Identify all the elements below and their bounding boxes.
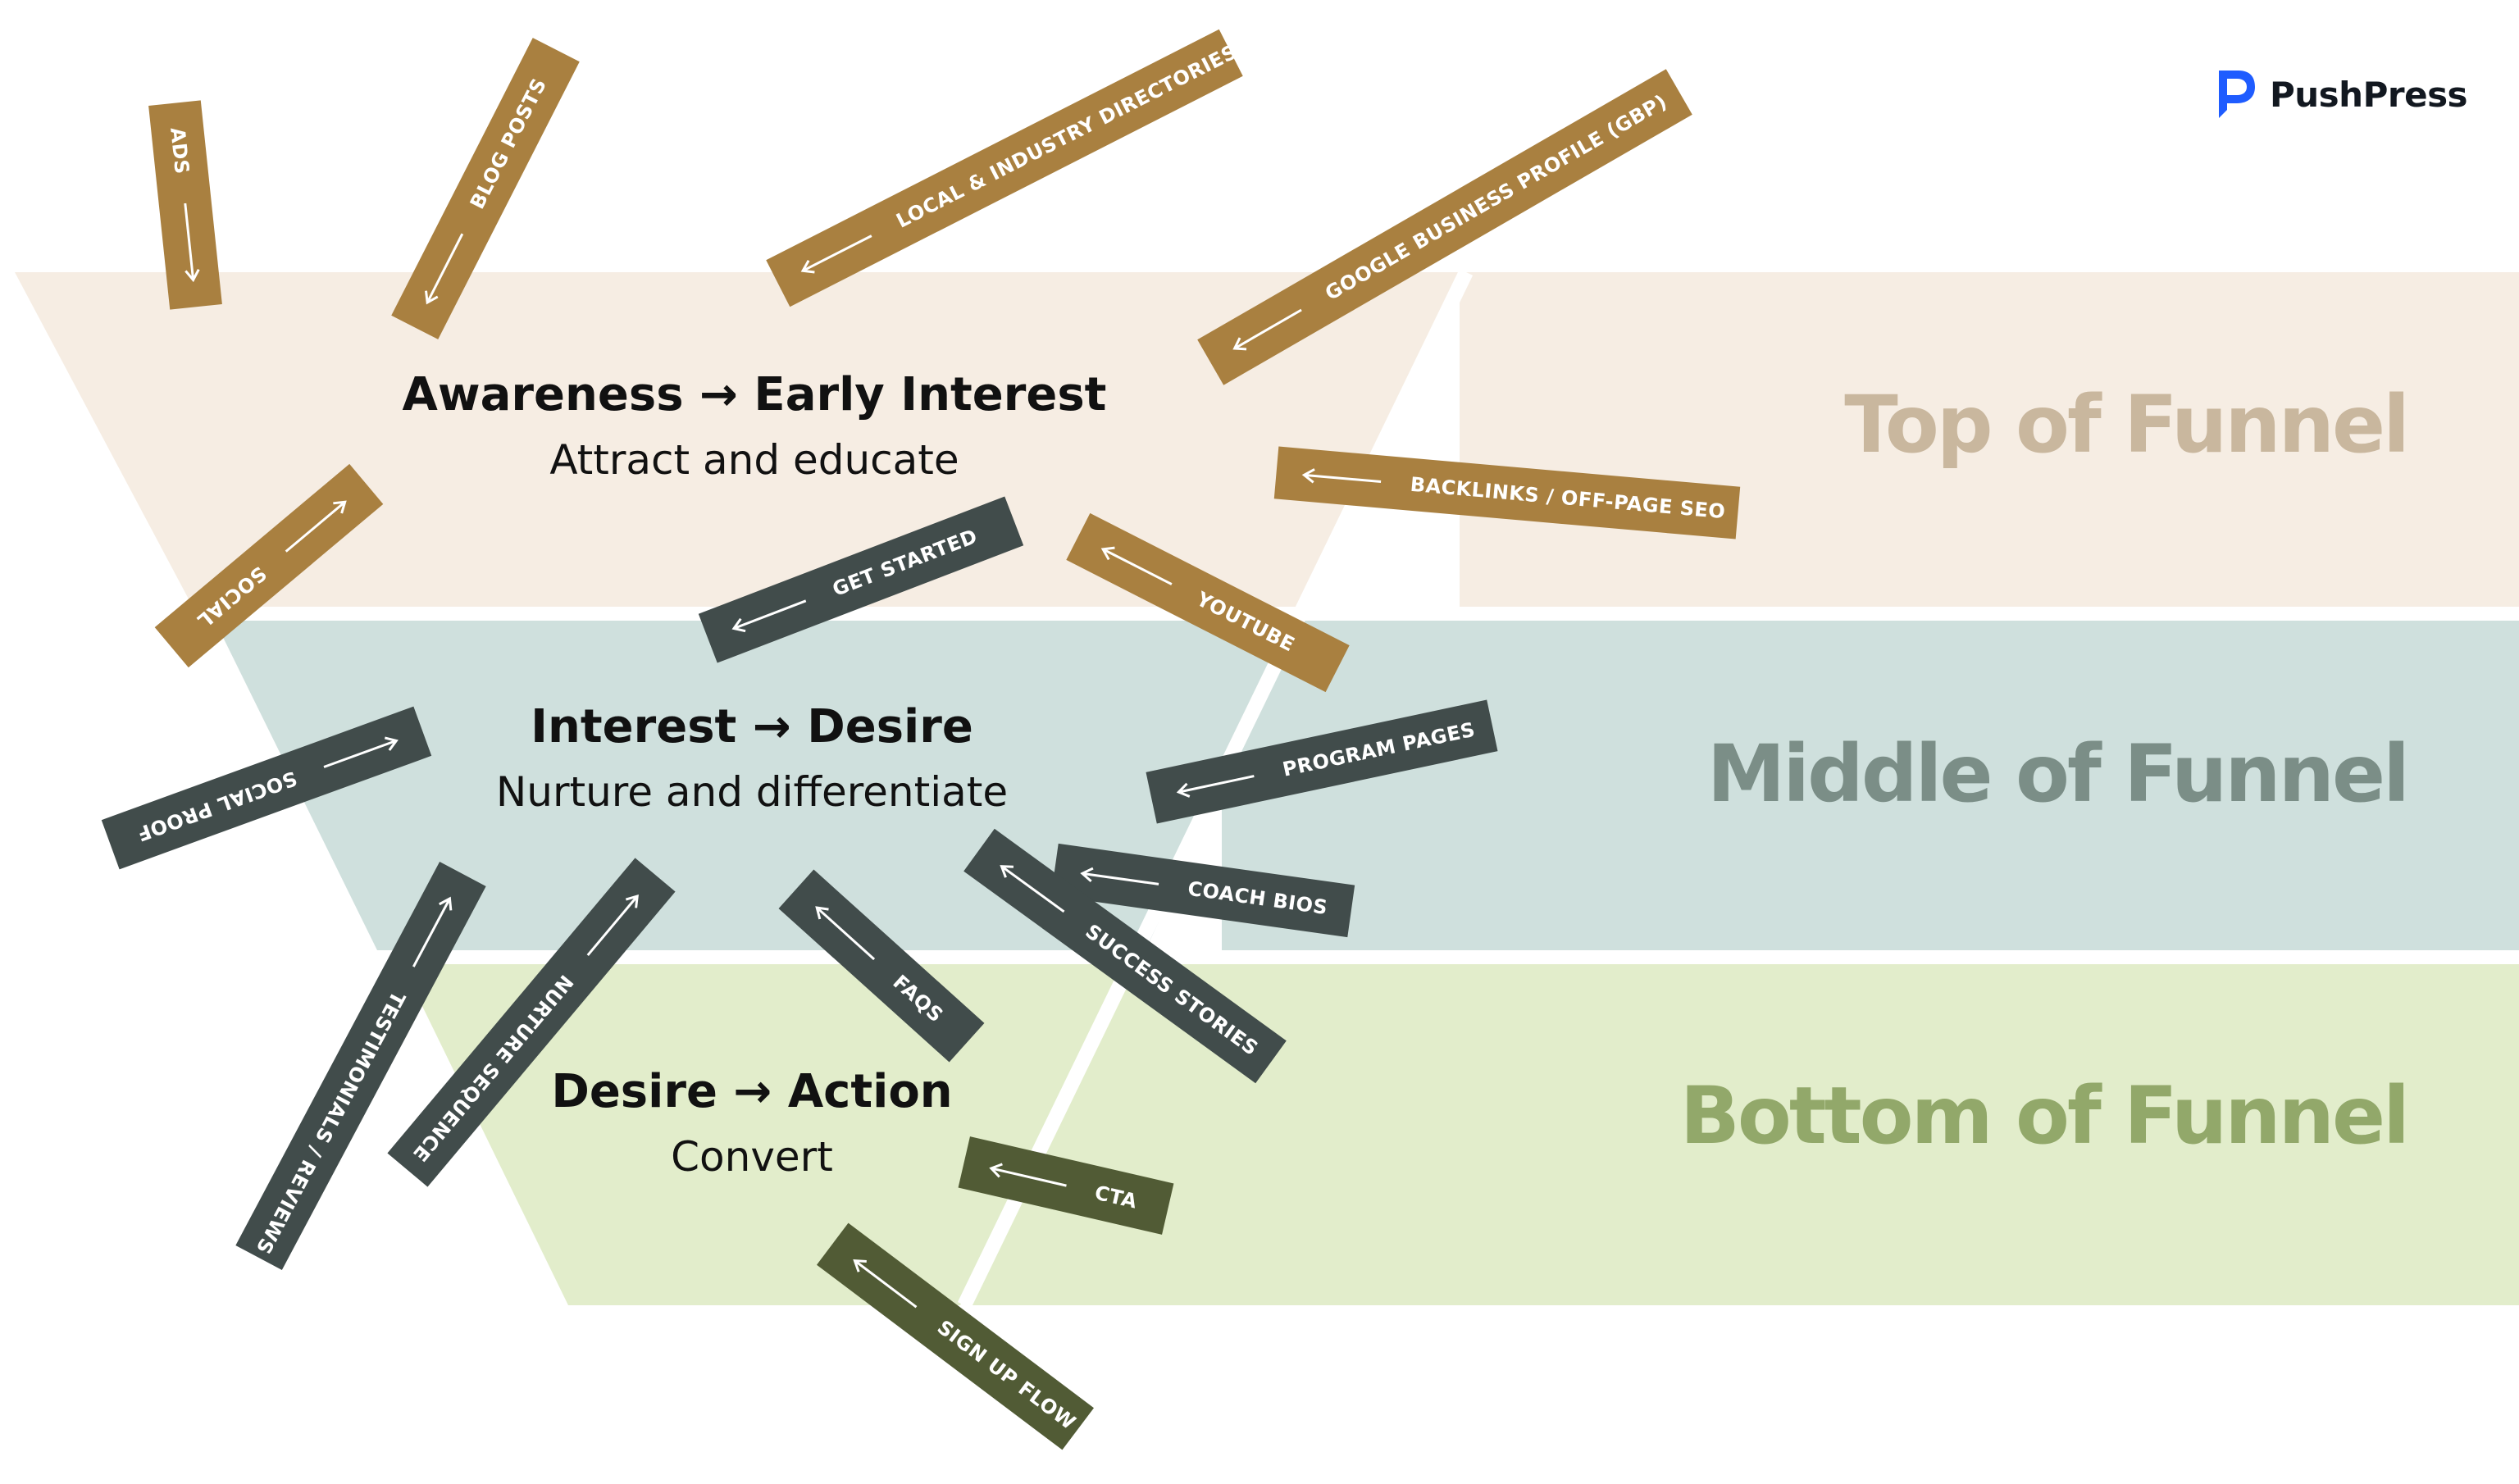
stage-middle-subtitle: Nurture and differentiate: [495, 768, 1009, 817]
tag-social-proof: SOCIAL PROOF: [101, 706, 432, 870]
pushpress-logo: PushPress: [2216, 69, 2468, 120]
tag-blog-posts: BLOG POSTS: [391, 38, 580, 339]
band-label-middle: Middle of Funnel: [1706, 728, 2410, 820]
tag-program-pages: PROGRAM PAGES: [1146, 699, 1498, 824]
stage-middle-title: Interest → Desire: [531, 700, 973, 753]
tag-coach-bios: COACH BIOS: [1050, 843, 1355, 938]
arrow-right-icon: [412, 896, 453, 967]
arrow-left-icon: [1000, 865, 1065, 913]
tag-sign-up-flow: SIGN UP FLOW: [816, 1222, 1095, 1450]
arrow-right-icon: [323, 736, 399, 768]
tag-nurture-sequence: NURTURE SEQUENCE: [387, 858, 676, 1187]
arrow-left-icon: [989, 1163, 1067, 1187]
tag-testimonials-reviews: TESTIMONIALS / REVIEWS: [235, 861, 486, 1271]
stage-top: Awareness → Early Interest Attract and e…: [381, 368, 1127, 485]
arrow-left-icon: [1100, 546, 1173, 585]
stage-bottom: Desire → Action Convert: [465, 1065, 1039, 1181]
tag-cta: CTA: [958, 1136, 1174, 1235]
band-label-bottom: Bottom of Funnel: [1679, 1070, 2410, 1162]
top-band-right: [1460, 272, 2519, 607]
arrow-right-icon: [184, 203, 200, 283]
arrow-left-icon: [1301, 468, 1382, 484]
arrow-left-icon: [731, 599, 807, 633]
tag-youtube: YOUTUBE: [1066, 512, 1350, 693]
stage-top-subtitle: Attract and educate: [549, 436, 959, 485]
stage-middle: Interest → Desire Nurture and differenti…: [424, 700, 1080, 817]
tag-label: COACH BIOS: [1186, 876, 1329, 920]
arrow-right-icon: [586, 894, 639, 956]
tag-social: SOCIAL: [154, 463, 384, 668]
tag-ads: ADS: [148, 100, 222, 310]
arrow-right-icon: [285, 500, 347, 553]
arrow-left-icon: [853, 1259, 918, 1309]
tag-backlinks-off-page-seo: BACKLINKS / OFF-PAGE SEO: [1273, 446, 1741, 539]
tag-local-industry-directories: LOCAL & INDUSTRY DIRECTORIES: [766, 29, 1243, 307]
arrow-left-icon: [1176, 775, 1255, 798]
arrow-left-icon: [1080, 867, 1159, 885]
brand-name: PushPress: [2270, 74, 2468, 115]
tag-label: CTA: [1092, 1181, 1140, 1213]
pushpress-logo-icon: [2219, 71, 2255, 118]
tag-google-business-profile: GOOGLE BUSINESS PROFILE (GBP): [1197, 69, 1692, 385]
stage-top-title: Awareness → Early Interest: [402, 368, 1107, 421]
tag-success-stories: SUCCESS STORIES: [963, 828, 1287, 1084]
arrow-left-icon: [1232, 308, 1302, 351]
arrow-left-icon: [800, 234, 872, 274]
arrow-left-icon: [815, 906, 876, 961]
tag-faqs: FAQS: [778, 869, 985, 1063]
stage-bottom-subtitle: Convert: [671, 1133, 833, 1181]
stage-bottom-title: Desire → Action: [551, 1065, 953, 1118]
middle-band-right: [1222, 621, 2519, 950]
tag-get-started: GET STARTED: [698, 496, 1024, 663]
arrow-left-icon: [425, 233, 464, 305]
tag-label: ADS: [166, 126, 194, 175]
band-label-top: Top of Funnel: [1844, 379, 2410, 471]
